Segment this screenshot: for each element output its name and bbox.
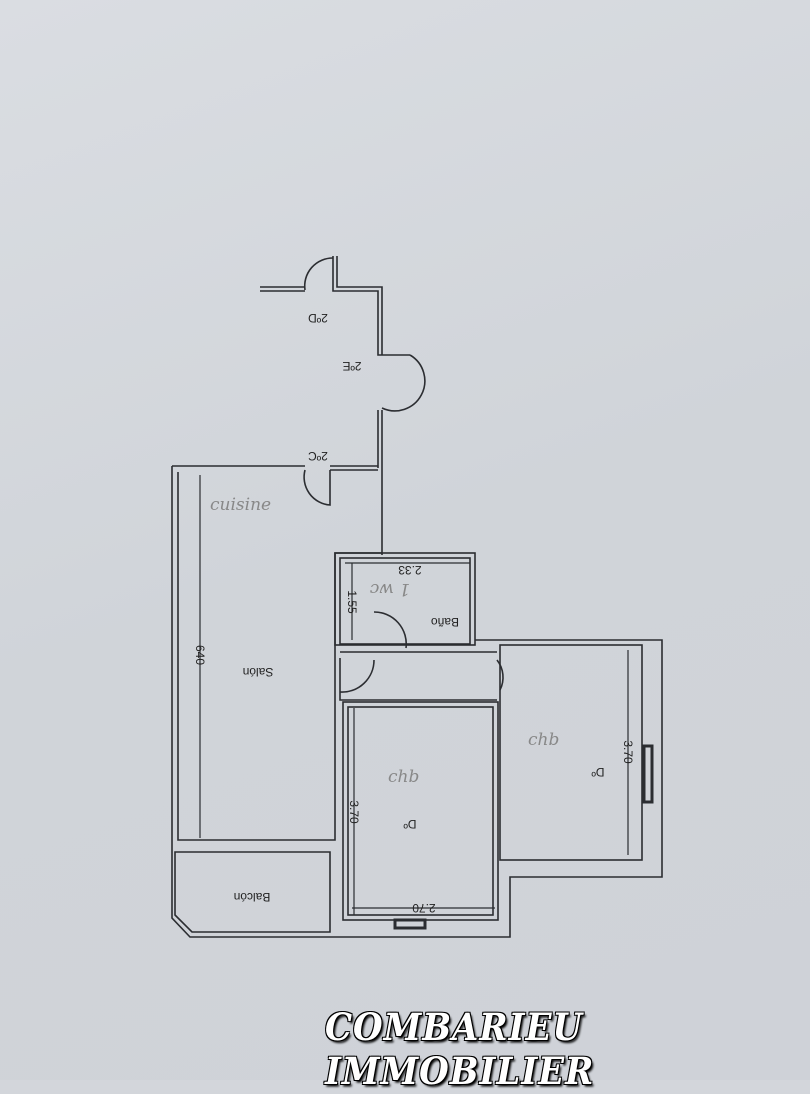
- balcon-walls: [174, 851, 331, 933]
- dorm1-walls: [342, 701, 499, 921]
- dorm2-walls: [499, 644, 643, 861]
- balcon-label: Balcón: [234, 890, 271, 904]
- salon-length-dim: 640: [193, 645, 207, 665]
- bano-width-dim: 2.33: [398, 563, 422, 577]
- handwritten-chb1: chb: [388, 767, 419, 787]
- hall-walls: [339, 651, 497, 701]
- handwritten-chb2: chb: [528, 730, 559, 750]
- bano-walls: [334, 552, 476, 646]
- dorm1-window: [393, 918, 427, 930]
- door-arcs: [303, 257, 504, 693]
- dorm1-inner: [347, 706, 494, 916]
- dorm1-label: Dº: [403, 817, 417, 831]
- salon-label: Salón: [243, 665, 274, 679]
- bano-depth-dim: 1.55: [345, 590, 359, 614]
- handwritten-cuisine: cuisine: [210, 495, 271, 515]
- unit-2c-label: 2ºC: [308, 449, 328, 463]
- dimension-lines: [199, 475, 629, 915]
- handwritten-wc: 1 wc: [369, 579, 410, 599]
- dorm1-width-dim: 2.70: [412, 901, 436, 915]
- dorm2-window: [642, 744, 654, 804]
- corridor-walls: [172, 256, 410, 555]
- dorm1-length-dim: 3.70: [347, 800, 361, 824]
- dorm2-label: Dº: [591, 765, 605, 779]
- unit-2e-label: 2ºE: [342, 359, 361, 373]
- dorm2-length-dim: 3.70: [621, 740, 635, 764]
- unit-2d-label: 2ºD: [308, 311, 328, 325]
- bano-label: Baño: [431, 615, 459, 629]
- watermark-logo: COMBARIEU IMMOBILIER: [325, 1006, 595, 1094]
- bano-inner: [339, 557, 471, 645]
